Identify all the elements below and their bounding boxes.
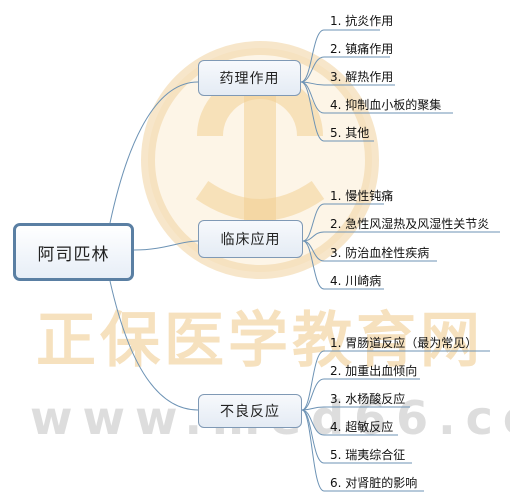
connector-b1-2: [300, 56, 390, 83]
leaf-item[interactable]: 1. 慢性钝痛: [330, 189, 394, 203]
leaf-item[interactable]: 3. 水杨酸反应: [330, 392, 406, 406]
leaf-item[interactable]: 4. 超敏反应: [330, 420, 394, 434]
connector-b1-1: [300, 29, 380, 83]
leaf-item[interactable]: 4. 抑制血小板的聚集: [330, 98, 442, 112]
leaf-item[interactable]: 6. 对肾脏的影响: [330, 476, 418, 490]
watermark-logo-icon: [141, 41, 379, 279]
branch-node-pharmacology[interactable]: 药理作用: [198, 60, 301, 96]
connector-b3-1: [301, 350, 490, 411]
connector-b1-5: [300, 81, 374, 142]
connector-b3-3: [301, 406, 410, 411]
connector-b3-6: [301, 409, 424, 492]
connector-b2-2: [302, 231, 500, 242]
leaf-item[interactable]: 1. 抗炎作用: [330, 14, 394, 28]
leaf-item[interactable]: 2. 镇痛作用: [330, 42, 394, 56]
leaf-item[interactable]: 1. 胃肠道反应（最为常见）: [330, 336, 478, 350]
leaf-item[interactable]: 4. 川崎病: [330, 274, 382, 288]
leaf-item[interactable]: 3. 解热作用: [330, 70, 394, 84]
connector-b2-4: [302, 240, 384, 290]
leaf-item[interactable]: 2. 急性风湿热及风湿性关节炎: [330, 217, 490, 231]
leaf-item[interactable]: 5. 瑞夷综合征: [330, 448, 406, 462]
connector-b1-3: [300, 81, 395, 86]
connector-b2-3: [302, 240, 437, 262]
watermark-text: 正保医学教育网: [36, 306, 484, 376]
branch-node-adverse-reactions[interactable]: 不良反应: [198, 394, 302, 428]
connector-root-clinical: [133, 240, 199, 251]
connector-b2-1: [302, 203, 384, 242]
root-node[interactable]: 阿司匹林: [13, 223, 134, 281]
leaf-item[interactable]: 3. 防治血栓性疾病: [330, 246, 430, 260]
connector-root-pharmacology: [109, 81, 199, 224]
leaf-item[interactable]: 2. 加重出血倾向: [330, 364, 418, 378]
connector-root-adverse: [109, 280, 199, 411]
branch-node-clinical-use[interactable]: 临床应用: [198, 220, 303, 258]
connector-b3-2: [301, 378, 420, 411]
leaf-item[interactable]: 5. 其他: [330, 126, 370, 140]
connector-b3-5: [301, 409, 412, 464]
